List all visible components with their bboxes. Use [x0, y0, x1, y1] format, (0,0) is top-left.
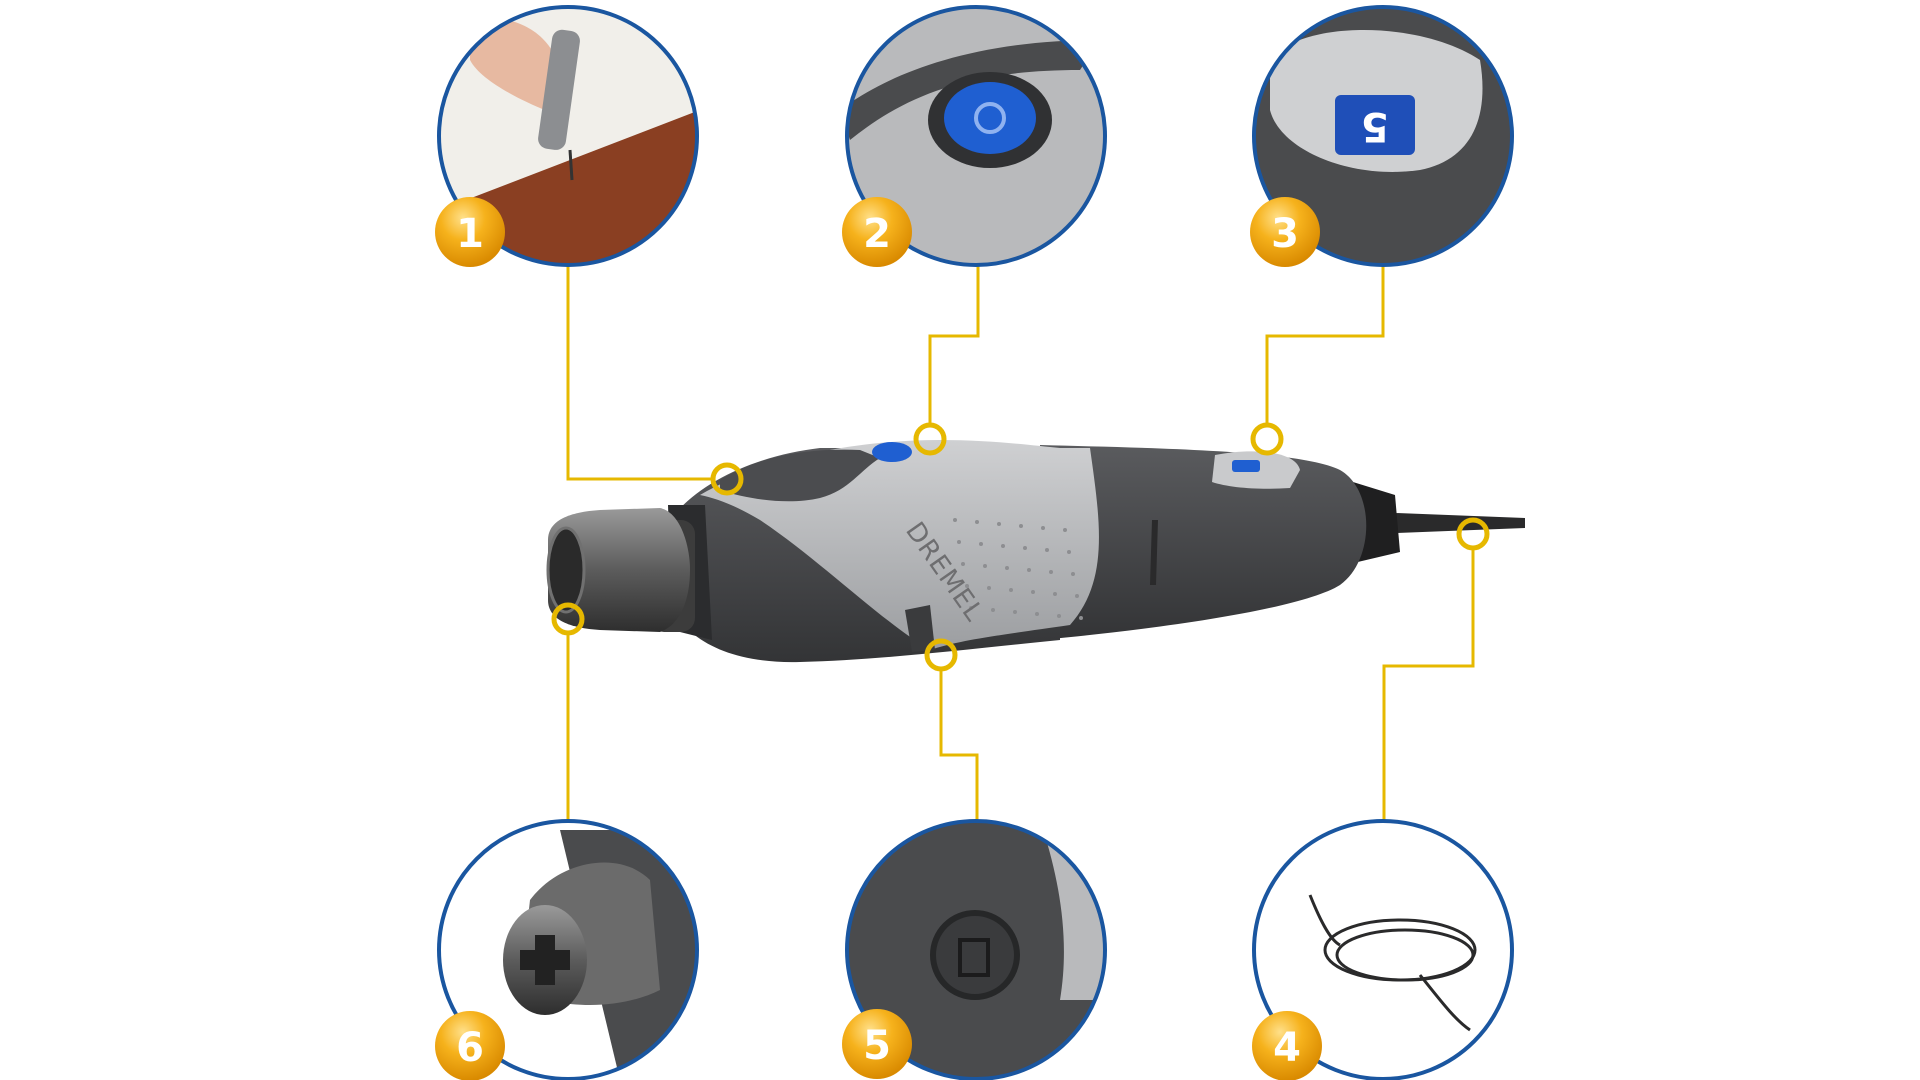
- grip-dot: [1035, 612, 1039, 616]
- callout-ring-3[interactable]: [1250, 422, 1284, 456]
- grip-dot: [1041, 526, 1045, 530]
- callout-ring-1[interactable]: [710, 462, 744, 496]
- badge-3[interactable]: 3: [1250, 197, 1320, 267]
- vent-slot: [1150, 520, 1158, 585]
- grip-dot: [1001, 544, 1005, 548]
- svg-text:5: 5: [863, 1023, 891, 1069]
- grip-dot: [979, 542, 983, 546]
- rotary-tool: DREMEL: [546, 440, 1525, 663]
- hand-engraving-leather-icon: [470, 18, 560, 110]
- callout-line-1: [566, 266, 712, 481]
- svg-text:1: 1: [456, 211, 484, 257]
- grip-dot: [1057, 614, 1061, 618]
- lock-button-icon: [930, 910, 1020, 1000]
- callout-line-3: [1265, 266, 1385, 425]
- grip-texture: [953, 518, 1083, 620]
- grip-dot: [1013, 610, 1017, 614]
- grip-dot: [1075, 594, 1079, 598]
- chuck[interactable]: [548, 508, 690, 632]
- callout-line-4: [1382, 548, 1475, 820]
- speed-switch-label: 5: [1361, 103, 1389, 149]
- top-cap: [720, 449, 880, 502]
- callout-ring-5[interactable]: [924, 638, 958, 672]
- speed-switch-icon: [1335, 95, 1415, 155]
- callout-line-5: [939, 669, 979, 820]
- number-badges: 1 2 3 4 5 6: [435, 197, 1322, 1080]
- grip-dot: [969, 606, 973, 610]
- badge-5[interactable]: 5: [842, 1009, 912, 1079]
- grip-dot: [997, 522, 1001, 526]
- grip-dot: [1019, 524, 1023, 528]
- grip-dot: [1063, 528, 1067, 532]
- rear-housing: [1040, 445, 1367, 640]
- power-button[interactable]: [872, 442, 912, 462]
- badge-6[interactable]: 6: [435, 1011, 505, 1080]
- grip-dot: [1079, 616, 1083, 620]
- svg-text:4: 4: [1273, 1025, 1301, 1071]
- svg-text:2: 2: [863, 211, 891, 257]
- callout-ring-4[interactable]: [1456, 517, 1490, 551]
- speed-switch[interactable]: [1232, 460, 1260, 472]
- shaft-lock-button[interactable]: [905, 605, 935, 652]
- callout-ring-2[interactable]: [913, 422, 947, 456]
- svg-text:3: 3: [1271, 211, 1299, 257]
- grip-dot: [1049, 570, 1053, 574]
- grip-dot: [1009, 588, 1013, 592]
- grip-dot: [1067, 550, 1071, 554]
- badge-2[interactable]: 2: [842, 197, 912, 267]
- grip-dot: [1031, 590, 1035, 594]
- svg-text:6: 6: [456, 1025, 484, 1071]
- callout-rings: [551, 422, 1490, 672]
- grip-dot: [961, 562, 965, 566]
- grip-dot: [1071, 572, 1075, 576]
- inset-borders: [437, 5, 1514, 1080]
- grip-dot: [1045, 548, 1049, 552]
- power-cord-icon: [1308, 894, 1477, 1032]
- grip-dot: [965, 584, 969, 588]
- grip-dot: [1005, 566, 1009, 570]
- grip-dot: [991, 608, 995, 612]
- badge-4[interactable]: 4: [1252, 1011, 1322, 1080]
- grip-dot: [1023, 546, 1027, 550]
- grip-dot: [1027, 568, 1031, 572]
- grip-dot: [987, 586, 991, 590]
- grip-dot: [1053, 592, 1057, 596]
- callout-line-2: [928, 266, 980, 425]
- callout-ring-6[interactable]: [551, 602, 585, 636]
- chuck-opening: [546, 526, 586, 614]
- grip-dot: [983, 564, 987, 568]
- power-button-icon: [944, 82, 1036, 154]
- grip-dot: [953, 518, 957, 522]
- callout-lines: [566, 266, 1475, 820]
- grip-dot: [975, 520, 979, 524]
- grip-dot: [957, 540, 961, 544]
- badge-1[interactable]: 1: [435, 197, 505, 267]
